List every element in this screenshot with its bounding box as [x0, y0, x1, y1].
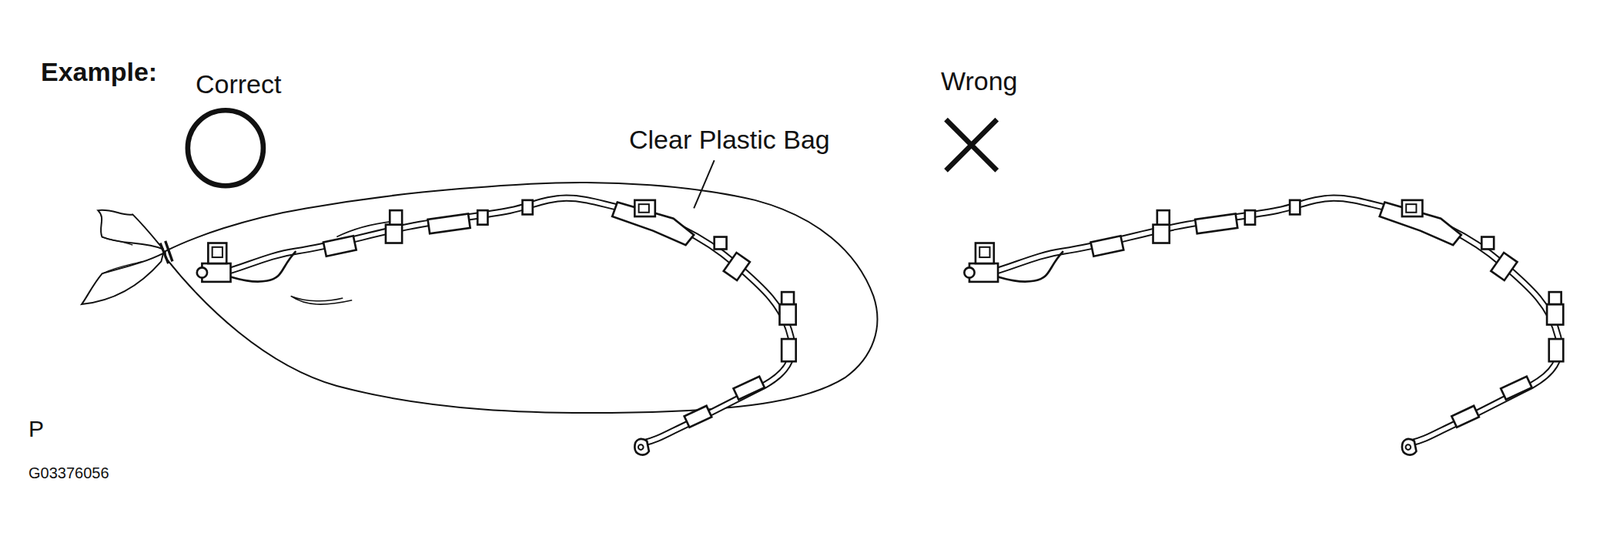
correct-symbol — [187, 110, 264, 186]
leader-line — [693, 160, 715, 208]
wrong-symbol — [946, 119, 998, 171]
airbag-harness — [197, 197, 797, 455]
status-label: Correct — [195, 70, 282, 98]
airbag-harness — [964, 197, 1564, 455]
status-label: Wrong — [940, 67, 1018, 94]
part-name: Clear Plastic Bag — [629, 126, 831, 153]
figure-code: G03376056 — [28, 465, 110, 481]
bag-knot — [97, 210, 164, 250]
example-heading: Example: — [40, 58, 158, 85]
page-mark: P — [28, 417, 44, 441]
